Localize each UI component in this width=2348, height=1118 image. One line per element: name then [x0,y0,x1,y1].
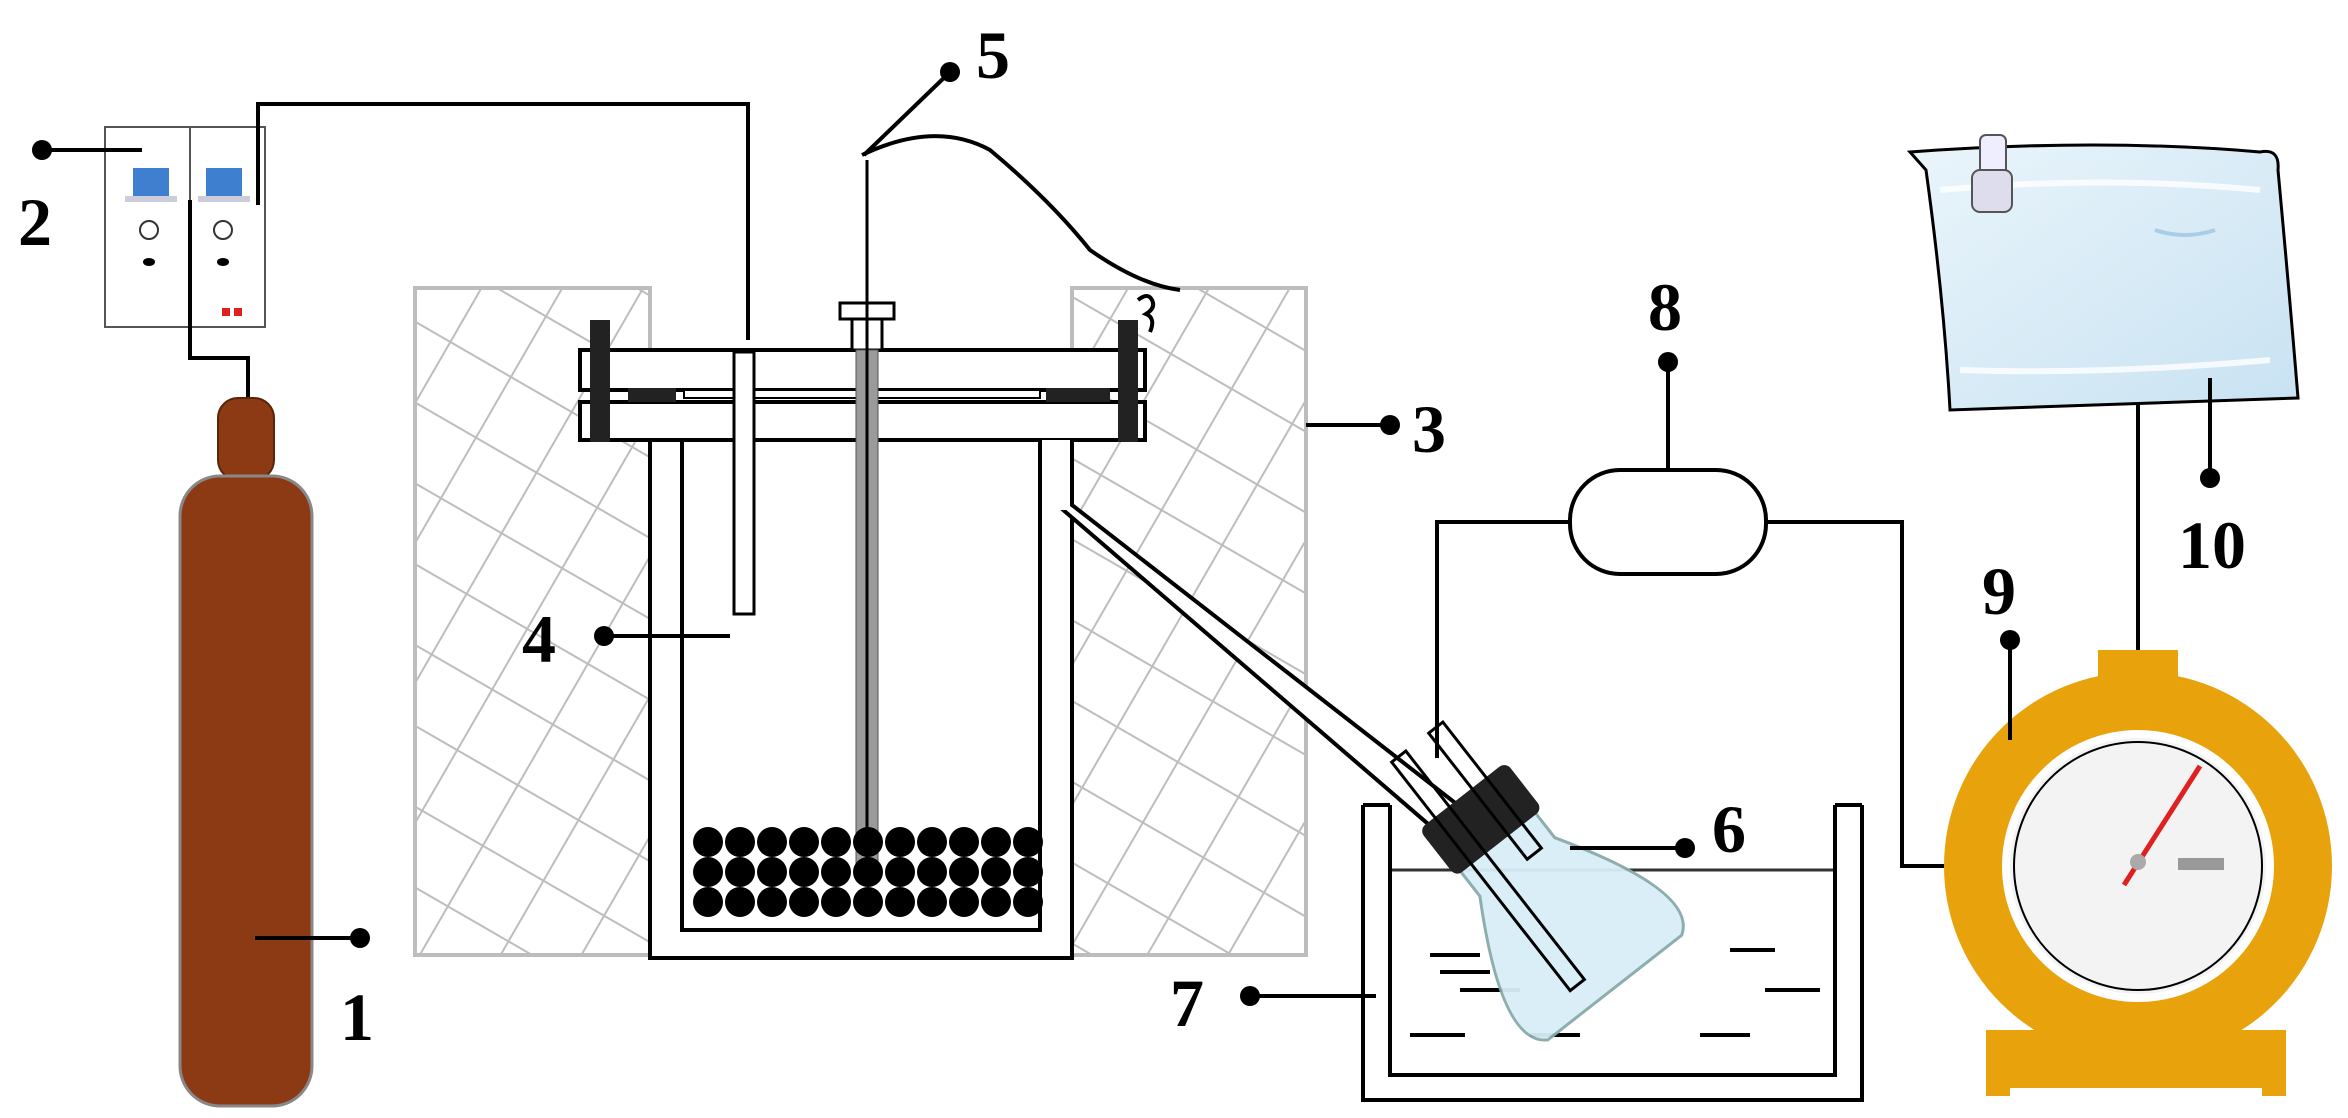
catalyst-bead [693,857,723,887]
gas-cylinder [178,397,314,1108]
cylinder-line [188,200,250,400]
catalyst-bead [693,887,723,917]
catalyst-bead [757,857,787,887]
catalyst-bead [885,827,915,857]
water-bath [1361,803,1864,1102]
indicator-led [234,308,242,316]
gas-inlet-line [256,102,750,340]
label-6: 6 [1712,791,1746,867]
catalyst-bead [853,857,883,887]
catalyst-bead [725,857,755,887]
label-1: 1 [340,979,374,1055]
thermocouple-lead [1136,294,1156,333]
catalyst-bead [949,887,979,917]
label-5: 5 [976,17,1010,93]
catalyst-bead [757,827,787,857]
catalyst-bead [1013,827,1043,857]
label-4: 4 [522,601,556,677]
label-7: 7 [1170,965,1204,1041]
catalyst-bead [853,887,883,917]
catalyst-bead [1013,857,1043,887]
thermocouple-wire [861,134,1181,292]
collection-flask [1389,719,1685,1042]
catalyst-bead [725,887,755,917]
catalyst-bead [789,887,819,917]
timer-icon [213,220,233,240]
flow-controller [104,126,266,328]
catalyst-bead [885,887,915,917]
catalyst-bed [693,827,1043,917]
timer-icon [139,220,159,240]
catalyst-bead [853,827,883,857]
label-8: 8 [1648,269,1682,345]
catalyst-bead [757,887,787,917]
filter-unit [1435,468,1950,868]
catalyst-bead [821,887,851,917]
catalyst-bead [693,827,723,857]
label-10: 10 [2178,507,2246,583]
catalyst-bead [821,827,851,857]
catalyst-bead [789,827,819,857]
gas-sampling-bag [1906,134,2300,412]
catalyst-bead [981,827,1011,857]
catalyst-bead [917,887,947,917]
catalyst-bead [949,827,979,857]
catalyst-bead [981,857,1011,887]
catalyst-bead [789,857,819,887]
catalyst-bead [917,857,947,887]
catalyst-bead [821,857,851,887]
controller-screen-left [133,168,169,196]
catalyst-bead [725,827,755,857]
controller-screen-right [206,168,242,196]
catalyst-bead [885,857,915,887]
gas-meter [1944,650,2332,1096]
label-3: 3 [1412,391,1446,467]
heating-jacket [413,286,1308,957]
label-9: 9 [1982,553,2016,629]
catalyst-bead [981,887,1011,917]
indicator-led [222,308,230,316]
label-2: 2 [18,184,52,260]
catalyst-bead [1013,887,1043,917]
callouts: 1 2 3 4 5 6 7 8 9 10 [18,17,2246,1055]
catalyst-bead [917,827,947,857]
catalyst-bead [949,857,979,887]
